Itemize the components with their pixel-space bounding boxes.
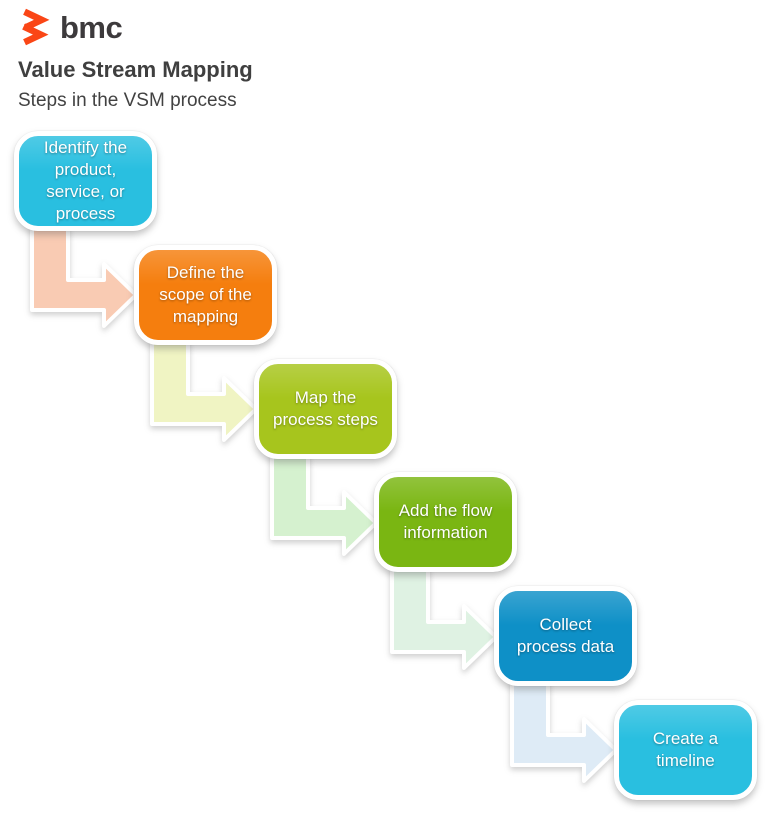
arrow-shape (510, 677, 618, 783)
step-label: Identify the product, service, or proces… (43, 138, 128, 223)
connector-arrow-4 (390, 564, 498, 670)
step-box-collect-data: Collect process data (494, 586, 637, 686)
arrow-shape (30, 222, 138, 328)
page-header: bmc Value Stream Mapping Steps in the VS… (16, 6, 253, 111)
step-label: Add the flow information (398, 501, 493, 542)
step-label: Map the process steps (273, 388, 378, 429)
arrow-shape (150, 336, 258, 442)
page-title: Value Stream Mapping (18, 57, 253, 82)
step-label: Create a timeline (652, 729, 719, 770)
step-label: Collect process data (516, 615, 615, 656)
bmc-chevrons-icon (22, 8, 50, 46)
connector-arrow-2 (150, 336, 258, 442)
connector-arrow-5 (510, 677, 618, 783)
bmc-logo-text: bmc (60, 9, 123, 45)
bmc-logo: bmc (16, 6, 123, 48)
step-label: Define the scope of the mapping (159, 263, 252, 326)
connector-arrow-3 (270, 450, 378, 556)
page-subtitle: Steps in the VSM process (18, 90, 237, 111)
connector-arrow-1 (30, 222, 138, 328)
step-box-map-steps: Map the process steps (254, 359, 397, 459)
arrow-shape (270, 450, 378, 556)
arrow-shape (390, 564, 498, 670)
step-box-create-timeline: Create a timeline (614, 700, 757, 800)
step-box-identify-product: Identify the product, service, or proces… (14, 131, 157, 231)
step-box-add-flow: Add the flow information (374, 472, 517, 572)
step-box-define-scope: Define the scope of the mapping (134, 245, 277, 345)
